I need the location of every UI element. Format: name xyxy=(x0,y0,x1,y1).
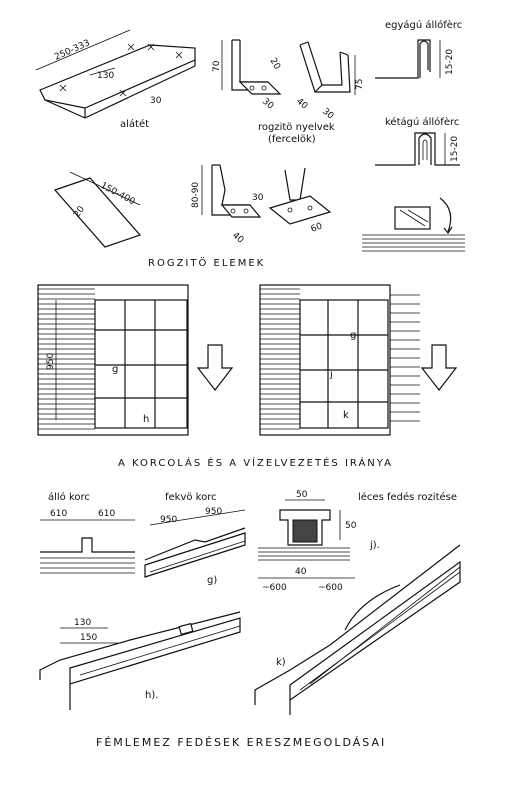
leces-dim-1: 50 xyxy=(345,521,357,531)
fercelok-label: (fercelök) xyxy=(268,134,316,145)
leces-marker: j). xyxy=(369,540,380,551)
egyagu-detail: egyágú állófèrc 15-20 xyxy=(375,19,462,79)
allo-korc-detail: álló korc 610 610 xyxy=(40,491,135,574)
ketagu-dim: 15-20 xyxy=(450,136,460,162)
aletet-group: 250-333 130 30 alátét xyxy=(35,29,196,130)
fekvo-korc-label: fekvö korc xyxy=(165,492,217,503)
eaves-marker: h). xyxy=(145,690,158,701)
right-marker-j: j xyxy=(329,369,333,380)
clip-1: 70 20 30 xyxy=(212,39,282,112)
clip-3: 80-90 30 40 xyxy=(191,164,264,246)
rogzito-elemek-title: ROGZITÖ ELEMEK xyxy=(148,256,265,269)
left-marker-h: h xyxy=(143,414,149,425)
clip2-dim-1: 30 xyxy=(320,107,335,122)
eaves-dim-0: 130 xyxy=(74,618,91,628)
leces-dim-0: 50 xyxy=(296,490,308,500)
leces-dim-2: 40 xyxy=(295,567,307,577)
fekvo-dim-1: 950 xyxy=(205,507,222,517)
slope-detail-k: k) xyxy=(254,544,461,715)
aletet-mid-dim: 130 xyxy=(97,71,114,81)
clip2-dim-2: 40 xyxy=(294,97,309,112)
clip-2: 75 30 40 xyxy=(294,41,365,122)
fekvo-korc-detail: fekvö korc 950 950 g) xyxy=(144,492,246,586)
right-roof-panel: g j k xyxy=(259,284,420,436)
clip3-dim-0: 80-90 xyxy=(191,182,201,208)
clip1-dim-1: 20 xyxy=(267,57,282,72)
allo-korc-label: álló korc xyxy=(48,491,90,503)
footer-title: FÉMLEMEZ FEDÉSEK ERESZMEGOLDÁSAI xyxy=(96,736,386,749)
korcolas-title: A KORCOLÁS ÉS A VÍZELVEZETÉS IRÁNYA xyxy=(118,456,393,469)
egyagu-label: egyágú állófèrc xyxy=(385,19,462,31)
rogzito-nyelvek-label: rogzitö nyelvek xyxy=(258,122,335,133)
leces-dim-4: ~600 xyxy=(318,583,343,593)
aletet-label: alátét xyxy=(120,118,149,130)
leces-dim-3: ~600 xyxy=(262,583,287,593)
ketagu-detail: kétágú állófèrc 15-20 xyxy=(375,116,460,166)
aletet-length-dim: 250-333 xyxy=(53,38,91,62)
slope-marker: k) xyxy=(276,657,286,668)
leces-detail: léces fedés rozitése 50 50 40 ~600 ~600 … xyxy=(258,490,457,593)
clip-4: 60 xyxy=(268,167,332,235)
aletet-small-dim: 30 xyxy=(150,96,162,106)
egyagu-dim: 15-20 xyxy=(445,49,455,75)
strip-detail: 150-400 20 xyxy=(53,171,142,248)
clip2-dim-0: 75 xyxy=(355,79,365,90)
left-down-arrow xyxy=(196,344,234,391)
clip3-dim-2: 40 xyxy=(230,231,245,246)
left-roof-panel: 950 g h xyxy=(37,284,189,436)
eaves-detail-h: 130 150 h). xyxy=(39,611,241,710)
left-panel-dim: 950 xyxy=(46,353,56,370)
clip4-dim: 60 xyxy=(310,221,324,234)
clip3-dim-1: 30 xyxy=(252,193,264,203)
eaves-dim-1: 150 xyxy=(80,633,97,643)
fekvo-marker: g) xyxy=(207,575,217,586)
leces-label: léces fedés rozitése xyxy=(358,491,457,503)
allo-dim-1: 610 xyxy=(98,509,115,519)
clip1-dim-2: 30 xyxy=(260,97,275,112)
ketagu-label: kétágú állófèrc xyxy=(385,116,459,128)
right-marker-g: g xyxy=(350,330,356,341)
seam-fold-detail xyxy=(362,197,465,252)
allo-dim-0: 610 xyxy=(50,509,67,519)
fekvo-dim-0: 950 xyxy=(160,515,177,525)
clip1-dim-0: 70 xyxy=(212,60,222,72)
right-marker-k: k xyxy=(343,410,349,421)
left-marker-g: g xyxy=(112,364,118,375)
right-down-arrow xyxy=(420,344,458,391)
